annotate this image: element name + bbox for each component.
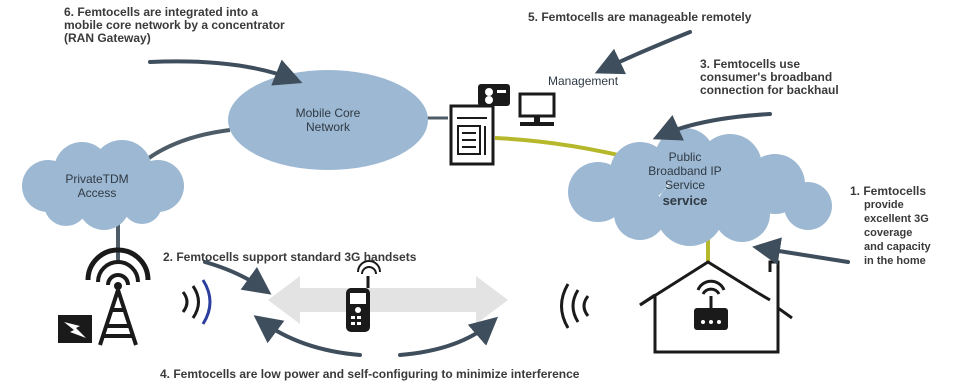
callout-4-arrow-left [253,315,362,357]
callout-6-arrow [148,59,303,86]
public-broadband-label: Public Broadband IP Service [648,150,722,192]
lightning-badge-icon [58,315,92,343]
handset-icon [346,260,381,332]
private-tdm-label: PrivateTDM Access [65,172,129,200]
caption-backhaul: 3. Femtocells use consumer's broadband c… [700,57,839,97]
caption-handsets: 2. Femtocells support standard 3G handse… [163,250,417,264]
callout-5-arrow [594,30,692,75]
callout-4-arrow-right [398,316,499,357]
computer-monitor-icon [518,92,556,126]
signal-waves-house [560,283,590,329]
caption-core-integration: 6. Femtocells are integrated into a mobi… [64,5,285,45]
femtocell-router-icon [478,84,510,106]
mobile-core-network-label: Mobile Core Network [295,106,361,134]
callout-2-arrow [203,260,272,295]
interference-double-arrow [268,276,508,324]
caption-coverage-title: 1. Femtocells [850,184,927,198]
callout-3-arrow [652,112,772,141]
management-label: Management [548,74,619,88]
caption-coverage-body: provide excellent 3G coverage and capaci… [864,199,931,267]
home-femtocell-icon [694,279,728,330]
house-icon [639,260,793,354]
cell-tower-icon [85,247,151,346]
caption-low-power: 4. Femtocells are low power and self-con… [160,367,580,381]
server-icon [449,104,495,166]
mobile-core-network-ellipse [228,70,428,170]
public-broadband-cloud [568,128,832,246]
signal-waves-tower [181,279,212,325]
callout-1-arrow [752,237,850,265]
caption-remote-management: 5. Femtocells are manageable remotely [528,10,752,24]
private-tdm-cloud [22,140,184,230]
public-broadband-service-label: service [662,193,708,208]
